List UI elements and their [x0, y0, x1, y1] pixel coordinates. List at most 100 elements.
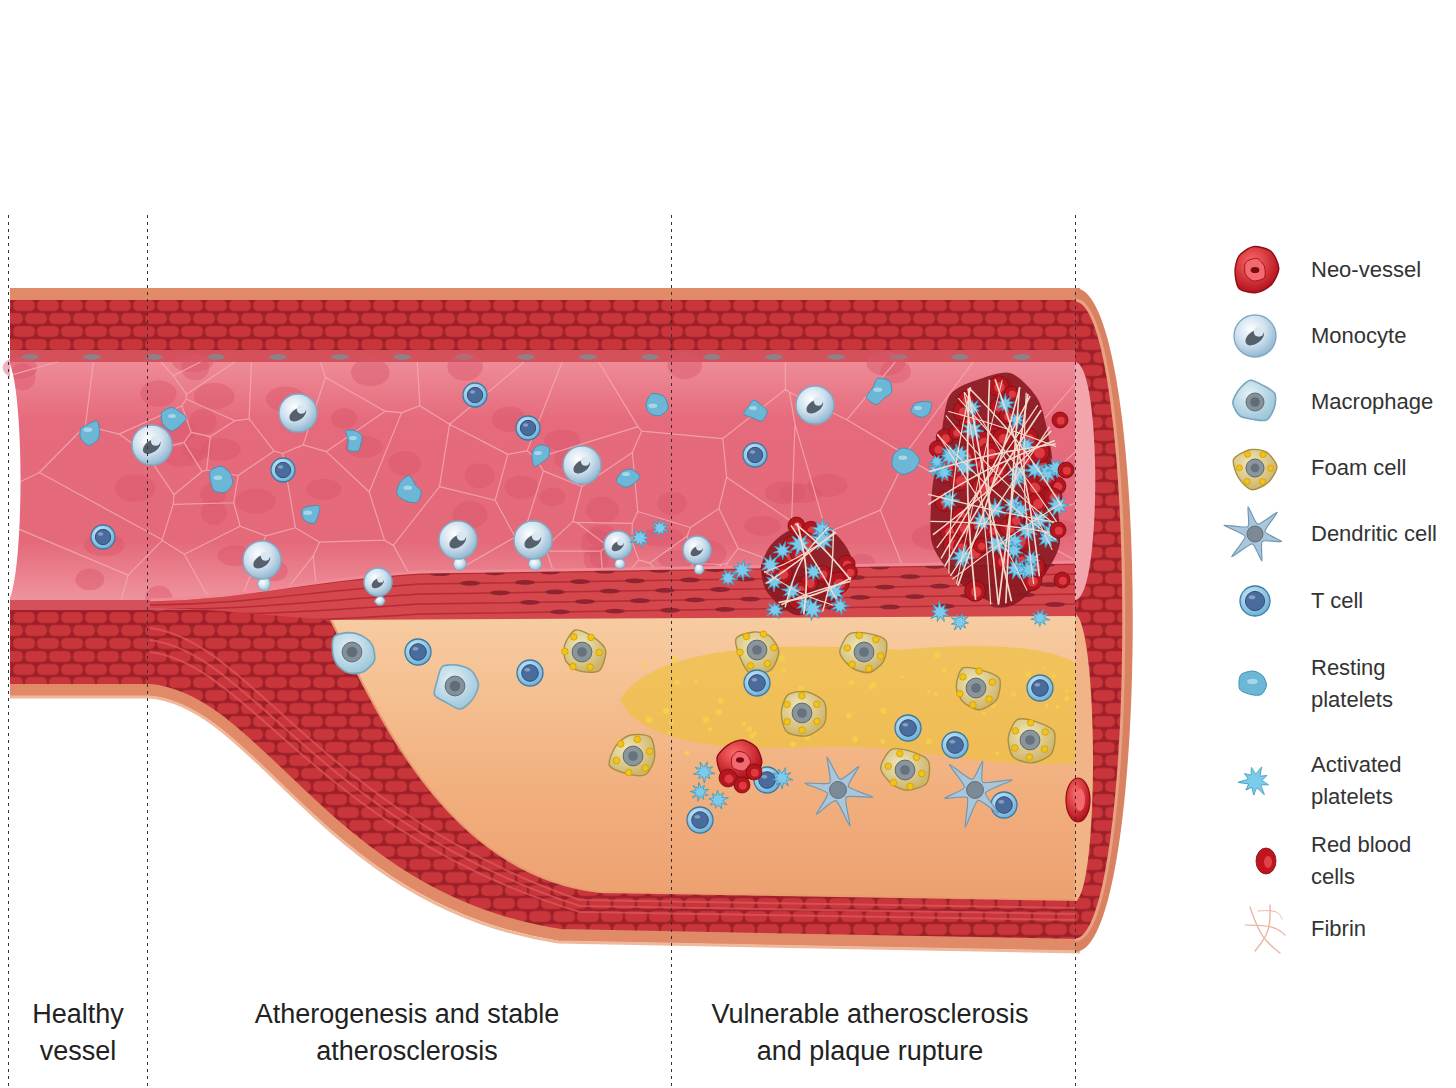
- resting-platelet-part: [532, 445, 550, 467]
- legend-icon-part: [1256, 848, 1276, 874]
- monocyte-cell: [563, 446, 601, 484]
- t-cell-part: [517, 660, 543, 686]
- foam-cell-part: [642, 765, 649, 772]
- activated-platelet: [951, 613, 968, 630]
- t-cell-part: [410, 644, 427, 661]
- activated-platelet: [690, 782, 709, 801]
- lipid-droplet: [868, 684, 873, 689]
- endothelial-nucleus: [83, 354, 101, 360]
- red-blood-cell-part: [724, 774, 733, 783]
- foam-cell-part: [596, 649, 603, 656]
- plaque: [330, 612, 1080, 900]
- lipid-droplet: [995, 751, 999, 755]
- t-cell-part: [278, 465, 283, 468]
- red-blood-cell-part: [739, 782, 747, 790]
- resting-platelet-part: [80, 421, 100, 446]
- t-cell: [991, 792, 1017, 818]
- activated-platelet-part: [652, 519, 668, 536]
- resting-platelet-part: [303, 511, 312, 515]
- resting-platelet: [892, 448, 919, 474]
- legend-icon: [1238, 767, 1269, 795]
- resting-platelet: [866, 378, 891, 404]
- red-blood-cell-part: [971, 587, 981, 597]
- monocyte-cell-part: [140, 436, 163, 457]
- t-cell-part: [695, 815, 701, 819]
- legend-icon: [1240, 586, 1270, 616]
- legend-label: Monocyte: [1311, 320, 1453, 352]
- foam-cell-part: [752, 645, 762, 655]
- cap-fibres-part: [490, 590, 510, 595]
- endothelial-nucleus: [388, 451, 421, 476]
- dendritic-cell-part: [805, 757, 873, 826]
- foam-cell: [956, 667, 1000, 709]
- endothelial-nucleus: [75, 568, 104, 590]
- resting-platelet-part: [83, 428, 92, 432]
- monocyte-cell-part: [581, 457, 590, 466]
- foam-cell-part: [784, 701, 791, 708]
- thrombus-part: [930, 372, 1060, 606]
- resting-platelet-part: [168, 414, 176, 418]
- dendritic-cell-part: [1247, 526, 1263, 542]
- stage-label-holder: Vulnerable atherosclerosis and plaque ru…: [700, 996, 1040, 1070]
- macrophage-cell-part: [434, 665, 478, 709]
- resting-platelet: [744, 400, 767, 421]
- resting-platelet-part: [622, 472, 630, 476]
- t-cell-part: [903, 723, 909, 727]
- resting-platelet: [1239, 671, 1267, 695]
- legend-icon: [1233, 449, 1277, 489]
- transmigrating-monocyte-part: [529, 558, 542, 570]
- foam-cell: [609, 735, 655, 776]
- resting-platelet-part: [1239, 671, 1267, 695]
- foam-cell-part: [1008, 719, 1055, 763]
- red-blood-cell-part: [1059, 577, 1067, 585]
- monocyte-cell: [683, 536, 711, 564]
- resting-platelet-part: [213, 476, 222, 480]
- monocyte-cell-part: [532, 532, 541, 541]
- monocyte-cell-part: [439, 521, 477, 559]
- resting-platelet-part: [403, 486, 412, 490]
- foam-cell: [881, 749, 930, 791]
- stage-label-holder: Atherogenesis and stable atherosclerosis: [227, 996, 587, 1070]
- foam-cell-part: [877, 653, 884, 660]
- resting-platelet: [532, 445, 550, 467]
- t-cell-part: [1032, 680, 1049, 697]
- monocyte-cell: [132, 425, 172, 465]
- monocyte-cell-part: [796, 386, 834, 424]
- macrophage-cell-part: [450, 681, 461, 692]
- legend-label: Activated platelets: [1311, 749, 1453, 813]
- fibrin-strand: [823, 531, 834, 611]
- t-cell-part: [95, 529, 110, 544]
- foam-cell-part: [1236, 465, 1242, 471]
- resting-platelet-part: [749, 406, 757, 410]
- monocyte-cell-part: [132, 425, 172, 465]
- red-blood-cell: [1058, 462, 1074, 478]
- monocyte-cell-part: [617, 539, 624, 546]
- monocyte-cell-part: [279, 394, 317, 432]
- lipid-droplet: [934, 692, 938, 696]
- t-cell-part: [1240, 586, 1270, 616]
- t-cell: [517, 660, 543, 686]
- activated-platelet-part: [951, 613, 968, 630]
- lipid-droplet: [927, 690, 930, 693]
- cap-fibres-part: [520, 600, 540, 605]
- t-cell-part: [744, 670, 770, 696]
- foam-cell-part: [781, 691, 826, 736]
- neo-vessel-part: [1066, 778, 1090, 822]
- stage-divider-part: [671, 215, 672, 1088]
- foam-cell: [1233, 449, 1277, 489]
- foam-cell-part: [799, 727, 806, 734]
- lipid-droplet: [1043, 667, 1046, 670]
- endothelial-nucleus: [657, 492, 687, 515]
- activated-platelet-part: [709, 790, 728, 809]
- endothelial-nucleus: [236, 489, 276, 514]
- resting-platelet-part: [397, 476, 422, 503]
- resting-platelet: [161, 407, 186, 430]
- red-blood-cell-part: [1050, 522, 1066, 538]
- monocyte-cell: [604, 531, 632, 559]
- resting-platelet-part: [892, 448, 919, 474]
- red-blood-cell-part: [1063, 467, 1071, 475]
- legend-icon: [1224, 507, 1282, 561]
- endothelial-nucleus: [641, 354, 659, 360]
- t-cell-part: [1027, 675, 1053, 701]
- macrophage-cell: [434, 665, 478, 709]
